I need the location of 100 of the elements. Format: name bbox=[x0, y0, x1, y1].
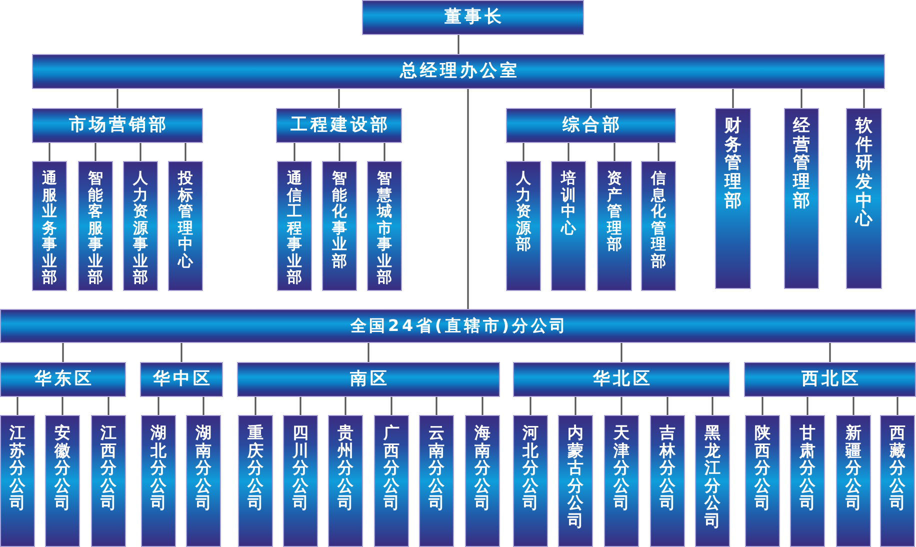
unit-name: 通服业务事业部 bbox=[42, 170, 57, 286]
unit-name: 软件研发中心 bbox=[856, 117, 872, 230]
unit-name: 人力资源部 bbox=[516, 170, 531, 252]
org-unit-box bbox=[604, 415, 639, 547]
connector-line bbox=[48, 143, 50, 161]
org-unit-box bbox=[790, 415, 825, 547]
connector-line bbox=[482, 397, 484, 415]
unit-name: 华中区 bbox=[152, 371, 214, 388]
connector-line bbox=[184, 143, 186, 161]
unit-name: 财务管理部 bbox=[724, 117, 742, 210]
unit-name: 江西分公司 bbox=[100, 424, 116, 512]
unit-name: 投标管理中心 bbox=[178, 170, 193, 269]
org-unit-box bbox=[551, 161, 586, 291]
org-unit-bar bbox=[513, 362, 730, 397]
unit-name: 华东区 bbox=[33, 371, 95, 388]
connector-line bbox=[202, 397, 204, 415]
org-unit-box bbox=[558, 415, 593, 547]
org-unit-box bbox=[506, 161, 541, 291]
org-unit-box bbox=[78, 161, 113, 291]
org-unit-box bbox=[745, 415, 780, 547]
org-unit-box bbox=[168, 161, 203, 291]
org-unit-box bbox=[322, 161, 357, 291]
org-unit-bar bbox=[744, 362, 916, 397]
org-unit-box bbox=[186, 415, 221, 547]
unit-name: 黑龙江分公司 bbox=[704, 424, 720, 530]
org-unit-box bbox=[846, 108, 882, 289]
connector-line bbox=[94, 143, 96, 161]
unit-name: 智能化事业部 bbox=[332, 170, 347, 269]
org-unit-box bbox=[641, 161, 676, 291]
unit-name: 云南分公司 bbox=[428, 424, 444, 512]
org-unit-box bbox=[836, 415, 871, 547]
org-unit-box bbox=[238, 415, 273, 547]
connector-line bbox=[458, 35, 460, 54]
unit-name: 西藏分公司 bbox=[890, 424, 906, 512]
unit-name: 湖北分公司 bbox=[150, 424, 166, 512]
connector-line bbox=[390, 397, 392, 415]
unit-name: 工程建设部 bbox=[289, 117, 391, 134]
org-unit-box bbox=[513, 415, 548, 547]
connector-line bbox=[574, 397, 576, 415]
org-unit-box bbox=[0, 415, 35, 547]
connector-line bbox=[62, 343, 64, 362]
unit-name: 培训中心 bbox=[561, 170, 576, 236]
connector-line bbox=[384, 143, 386, 161]
connector-line bbox=[762, 397, 764, 415]
org-unit-bar bbox=[0, 362, 126, 397]
connector-line bbox=[614, 143, 616, 161]
unit-name: 广西分公司 bbox=[384, 424, 400, 512]
unit-name: 总经理办公室 bbox=[398, 63, 520, 80]
connector-line bbox=[568, 143, 570, 161]
connector-line bbox=[712, 397, 714, 415]
unit-name: 河北分公司 bbox=[522, 424, 538, 512]
org-unit-bar bbox=[0, 309, 916, 343]
unit-name: 重庆分公司 bbox=[248, 424, 264, 512]
connector-line bbox=[732, 89, 734, 108]
connector-line bbox=[16, 397, 18, 415]
unit-name: 内蒙古分公司 bbox=[568, 424, 584, 530]
unit-name: 经营管理部 bbox=[793, 117, 810, 210]
org-unit-box bbox=[695, 415, 730, 547]
org-unit-box bbox=[328, 415, 363, 547]
connector-line bbox=[829, 343, 831, 362]
org-unit-box bbox=[91, 415, 126, 547]
connector-line bbox=[896, 397, 898, 415]
unit-name: 新疆分公司 bbox=[846, 424, 862, 512]
org-unit-box bbox=[374, 415, 409, 547]
org-unit-box bbox=[880, 415, 915, 547]
unit-name: 贵州分公司 bbox=[338, 424, 354, 512]
connector-line bbox=[436, 397, 438, 415]
unit-name: 人力资源事业部 bbox=[133, 170, 148, 286]
unit-name: 全国24省(直辖市)分公司 bbox=[349, 318, 569, 334]
connector-line bbox=[800, 89, 802, 108]
unit-name: 甘肃分公司 bbox=[800, 424, 816, 512]
connector-line bbox=[158, 397, 160, 415]
unit-name: 信息化管理部 bbox=[651, 170, 666, 269]
connector-line bbox=[590, 89, 592, 108]
connector-line bbox=[254, 397, 256, 415]
connector-line bbox=[467, 89, 469, 309]
org-unit-box bbox=[419, 415, 454, 547]
org-unit-bar bbox=[32, 54, 885, 89]
unit-name: 南区 bbox=[348, 371, 390, 388]
connector-line bbox=[368, 343, 370, 362]
unit-name: 安徽分公司 bbox=[54, 424, 70, 512]
unit-name: 湖南分公司 bbox=[196, 424, 212, 512]
unit-name: 智能客服事业部 bbox=[88, 170, 103, 286]
unit-name: 四川分公司 bbox=[292, 424, 308, 512]
org-unit-box bbox=[45, 415, 80, 547]
org-unit-bar bbox=[276, 108, 402, 143]
connector-line bbox=[338, 89, 340, 108]
connector-line bbox=[666, 397, 668, 415]
connector-line bbox=[62, 397, 64, 415]
unit-name: 华北区 bbox=[592, 371, 654, 388]
connector-line bbox=[344, 397, 346, 415]
org-unit-box bbox=[465, 415, 500, 547]
org-unit-bar bbox=[237, 362, 500, 397]
org-unit-box bbox=[141, 415, 176, 547]
unit-name: 陕西分公司 bbox=[754, 424, 770, 512]
connector-line bbox=[108, 397, 110, 415]
connector-line bbox=[300, 397, 302, 415]
unit-name: 智慧城市事业部 bbox=[377, 170, 392, 286]
connector-line bbox=[140, 143, 142, 161]
connector-line bbox=[852, 397, 854, 415]
